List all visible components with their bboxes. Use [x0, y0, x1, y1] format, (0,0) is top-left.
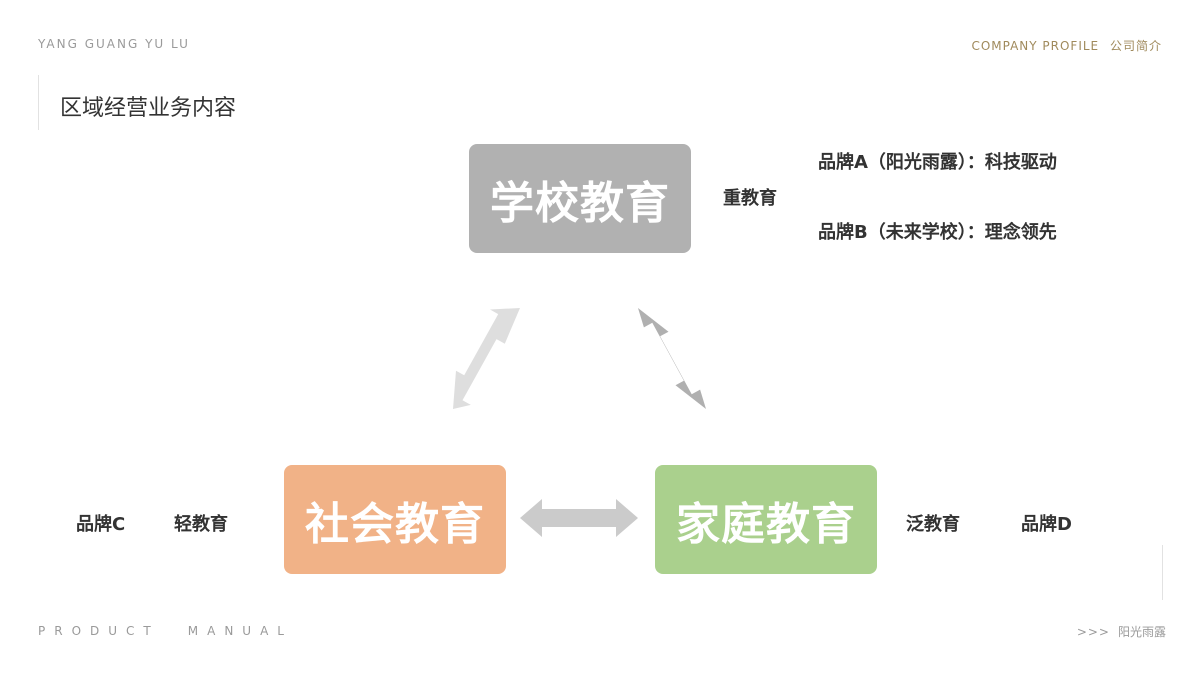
brand-c-label: 品牌C [76, 514, 126, 535]
footer-product-manual: PRODUCT MANUAL [38, 624, 293, 638]
arrow-school-family [638, 308, 706, 409]
footer-manual: MANUAL [187, 624, 293, 638]
brand-d-label: 品牌D [1021, 514, 1072, 535]
footer-chevrons-icon: >>> [1076, 625, 1110, 639]
footer-brand-cn: 阳光雨露 [1117, 625, 1166, 639]
title-divider [38, 75, 39, 130]
footer-divider [1162, 545, 1163, 600]
arrow-school-social [453, 308, 520, 409]
footer-brand: >>> 阳光雨露 [1077, 623, 1166, 640]
header-section-cn: 公司简介 [1109, 39, 1162, 53]
footer-product: PRODUCT [38, 624, 160, 638]
light-education-label: 轻教育 [174, 514, 228, 535]
arrow-social-family [520, 499, 638, 537]
page-title: 区域经营业务内容 [60, 96, 237, 121]
school-education-box: 学校教育 [469, 144, 691, 253]
heavy-education-label: 重教育 [723, 188, 777, 209]
social-education-box: 社会教育 [284, 465, 506, 574]
header-brand-en: YANG GUANG YU LU [38, 37, 190, 51]
family-education-box: 家庭教育 [655, 465, 877, 574]
header-section: COMPANY PROFILE 公司简介 [965, 37, 1162, 54]
brand-a-label: 品牌A（阳光雨露）：科技驱动 [818, 152, 1057, 173]
header-section-en: COMPANY PROFILE [971, 39, 1100, 53]
pan-education-label: 泛教育 [906, 514, 960, 535]
brand-b-label: 品牌B（未来学校）：理念领先 [818, 222, 1057, 243]
